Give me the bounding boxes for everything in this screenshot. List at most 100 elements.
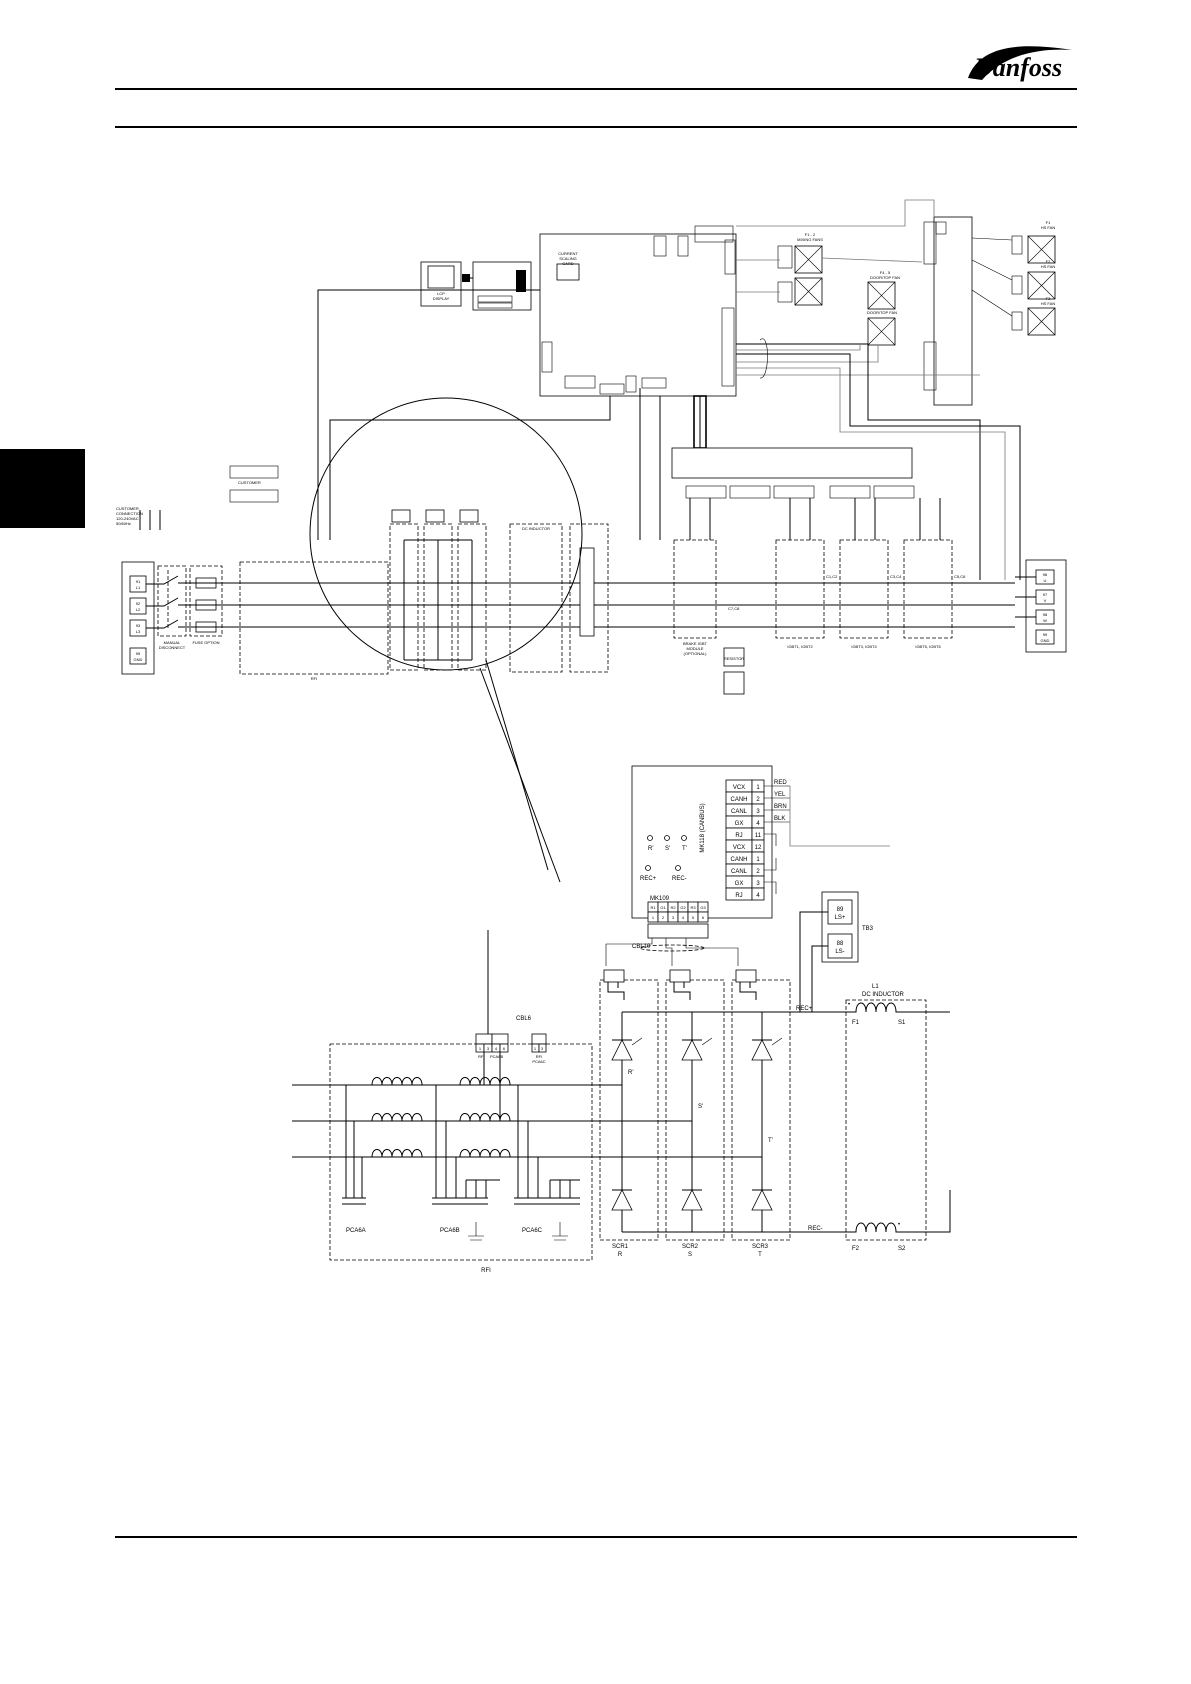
overview-schematic: LCP DISPLAY CURRENT SCALING CARD F1 - 2 … [116,199,1067,883]
pca6b-label: PCA6B [440,1228,460,1234]
mk109-num-6: 6 [702,915,705,920]
igbt-module-1 [775,539,825,639]
pca6a-label: PCA6A [346,1228,366,1234]
customer-conn-label-4: 50/60Hz [116,521,131,526]
tb3-terminal-88 [827,933,853,959]
current-scaling-label-2: SCALING [559,256,577,261]
scr2-module [665,979,725,1241]
cap-label-c1c2: C1,C2 [826,574,838,579]
current-scaling-card [556,263,580,281]
scr1-phase: R [618,1252,623,1258]
mk118-row-3-num: 3 [756,809,760,815]
rfi-detail-label: RFI [481,1268,491,1274]
rfi-pin-3: 3 [487,1046,490,1051]
mk118-row-4-sig: GX [735,821,744,827]
rfi-conn2-pca: PCA6C [532,1059,545,1064]
mk118-row-5-num: 11 [755,833,762,839]
mk118-row-2-num: 2 [756,797,760,803]
control-card-board [539,233,737,397]
hs-fan-3-label: HS FAN [1041,301,1056,306]
l1-label: L1 [872,984,879,990]
l1-s2: S2 [898,1246,906,1252]
tp-rec-plus-label: REC+ [640,876,657,882]
l1-sub-label: DC INDUCTOR [862,992,905,998]
scr1-module [599,979,659,1241]
tp-rec-minus [675,865,681,871]
mk118-label: MK118 (CANBUS) [700,803,706,852]
fuse-option-label: FUSE OPTION [192,640,219,645]
hs-fan-1-label: HS FAN [1041,225,1056,230]
mk118-row-3-sig: CANL [731,809,748,815]
igbt-module-2 [839,539,889,639]
detail-schematic: MK118 (CANBUS) VCX 1 CANH 2 CANL 3 GX 4 … [292,765,951,1274]
fuse-option-box [189,565,223,637]
l1-s1: S1 [898,1020,906,1026]
node-t-label: T' [768,1138,773,1144]
mk109-connector: R1 G1 R2 G2 R3 G3 1 2 3 4 5 6 [647,901,709,923]
tp-rec-minus-label: REC- [672,876,687,882]
term-97-num: 97 [1043,592,1048,597]
tp-t-label: T' [682,846,687,852]
chapter-tab [0,449,85,528]
power-card-box [671,447,913,479]
tp-t [681,835,687,841]
lcp-label-2: DISPLAY [433,296,450,301]
term-91-name: L1 [136,585,141,590]
igbt-label-2: IGBT3, IGBT4 [851,644,877,649]
rfi-pin-6: 6 [503,1046,506,1051]
tp-s [664,835,670,841]
hs-fan-3-id: F3 [1046,296,1051,301]
brake-igbt-module-box [673,539,717,639]
node-r-label: R' [628,1070,633,1076]
rfi2-pin-3: 3 [541,1046,544,1051]
mk118-row-2-sig: CANH [730,797,747,803]
mk118-row-8-sig: CANL [731,869,748,875]
term-98-name: W [1043,618,1047,623]
mk118-row-9-sig: GX [735,881,744,887]
rfi2-pin-1: 1 [534,1046,537,1051]
customer-conn-label-1: CUSTOMER [116,506,139,511]
mk118-row-1-num: 1 [756,785,760,791]
mk118-row-5-sig: RJ [735,833,742,839]
wire-color-brn: BRN [774,804,787,810]
danfoss-logo: Danfoss [968,46,1072,82]
node-s-label: S' [698,1104,703,1110]
mk109-top-6: G3 [700,905,706,910]
header-rule-bottom [115,126,1077,128]
resistor-box [723,647,745,667]
term-99-name: GND [1041,638,1050,643]
tp-rec-plus [645,865,651,871]
current-scaling-label-3: CARD [562,261,573,266]
mk118-row-7-num: 1 [756,857,760,863]
brake-igbt-label-1: BRAKE IGBT [683,641,708,646]
mk118-row-8-num: 2 [756,869,760,875]
scr3-phase: T [758,1252,762,1258]
canbus-terminal-strip: VCX 1 CANH 2 CANL 3 GX 4 RJ 11 VCX 12 CA… [725,779,765,901]
mk118-row-10-num: 4 [756,893,760,899]
rfi-detail-box [329,1043,593,1261]
term-96-num: 96 [1043,572,1048,577]
term-96-name: U [1044,578,1047,583]
hs-fan-2-id: F2 [1046,259,1051,264]
customer-conn-label-5: CUSTOMER [238,480,261,485]
term-93-num: 93 [136,623,141,628]
resistor-label: RESISTOR [724,656,744,661]
rfi-overview-box [239,561,389,675]
term-93-name: L3 [136,629,141,634]
l1-f1: F1 [852,1020,860,1026]
manual-disconnect-label-1: MANUAL [164,640,181,645]
tp-r [647,835,653,841]
terminal-99 [1035,629,1055,645]
rfi-overview-label: RFI [311,676,317,681]
cradle-connector [516,270,526,292]
mk118-row-10-sig: RJ [735,893,742,899]
door-fan-label-2: DOOR/TOP FAN [870,275,900,280]
l1-dot-1: • [848,1002,850,1008]
manual-disconnect-label-2: DISCONNECT [159,645,186,650]
door-fan-label-1: F4 - 5 [880,270,891,275]
cap-label-c3c4: C3,C4 [890,574,902,579]
rfi-pin-1: 1 [479,1046,482,1051]
mk109-num-1: 1 [652,915,655,920]
tp-r-label: R' [648,846,653,852]
